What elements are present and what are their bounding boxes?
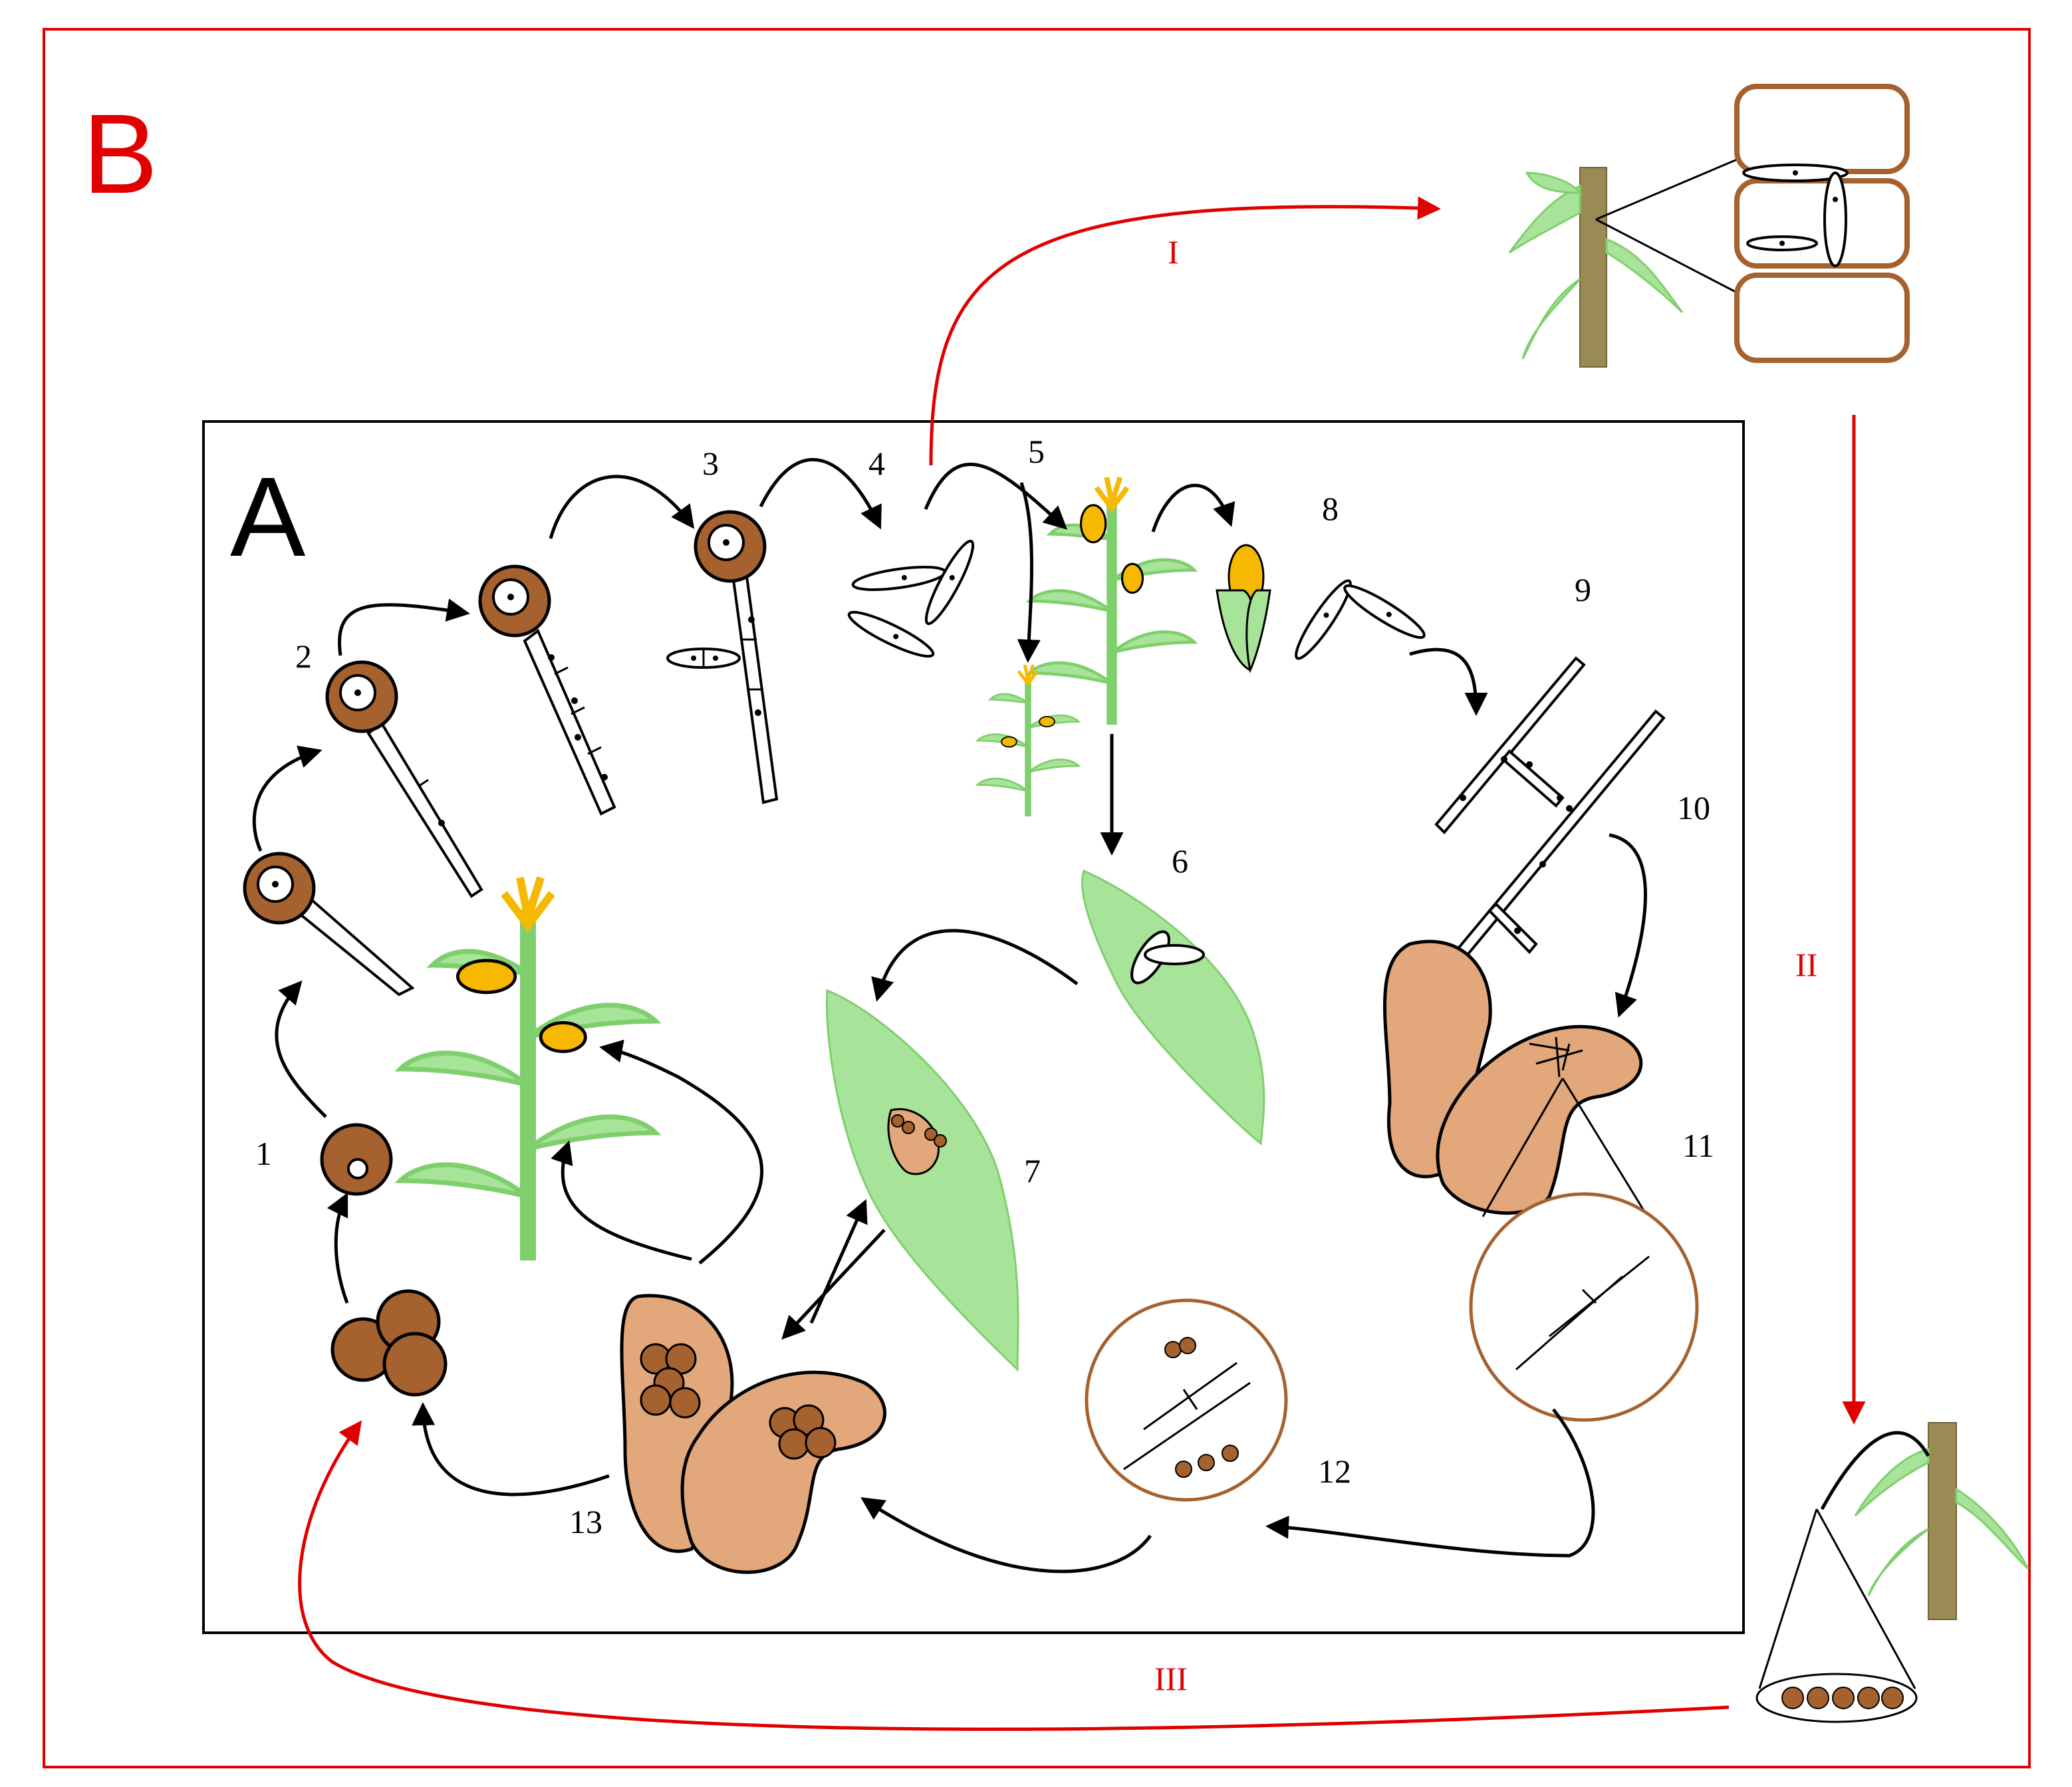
maize-plant-stage5-small [977,665,1079,816]
step-labels: 1 2 3 4 5 6 7 8 9 10 11 12 13 [255,433,1714,1540]
step-label-5: 5 [1028,433,1045,470]
pathway-label-ii: II [1795,946,1817,983]
step-label-12: 12 [1318,1453,1351,1490]
pathway-arrow-i [929,196,1441,466]
step-label-1: 1 [255,1135,272,1172]
dikaryotic-hyphae [1434,656,1666,961]
panel-a-letter: A [230,454,306,580]
infected-leaf-stage6 [1081,869,1265,1145]
mature-galls [620,1294,887,1574]
maize-ear [1216,544,1271,673]
panel-b-letter: B [82,91,158,217]
step-label-6: 6 [1172,842,1188,880]
teliospore-cluster [330,1289,448,1397]
gall-zoom-circle [1469,1078,1699,1422]
panel-b-frame [43,28,2031,1768]
infected-stalk-top [1508,84,1910,368]
germinating-spore-2 [327,662,483,898]
gall-with-hyphae [1383,939,1643,1215]
step-label-7: 7 [1024,1152,1041,1189]
step-label-9: 9 [1575,571,1591,608]
single-teliospore [320,1123,393,1196]
step-label-4: 4 [868,445,885,482]
germinating-spore-3 [480,566,616,816]
panel-a-frame [202,420,1745,1634]
maize-plant-large [400,878,656,1260]
sporulation-zoom-circle [1085,1298,1288,1502]
germinating-spore-1 [245,854,415,997]
pathway-label-i: I [1168,233,1179,271]
maize-plant-stage5-tall [1029,477,1194,725]
step-label-3: 3 [702,445,719,482]
sporidia-group [845,537,979,663]
sporidia-pair [1288,574,1430,665]
step-label-11: 11 [1682,1127,1714,1164]
cycle-arrows [252,457,1647,1574]
infected-stalk-bottom [1755,1422,2029,1723]
germinating-spore-4 [666,512,779,804]
step-label-13: 13 [569,1503,602,1540]
step-label-8: 8 [1322,490,1339,527]
pathway-label-iii: III [1154,1660,1188,1697]
pathway-arrows [298,196,1866,1731]
step-label-2: 2 [295,638,312,675]
pathway-labels: I II III [1154,233,1817,1697]
pathway-arrow-iii [298,1420,1730,1731]
infected-leaf-stage7 [826,989,1019,1372]
step-label-10: 10 [1677,789,1710,826]
